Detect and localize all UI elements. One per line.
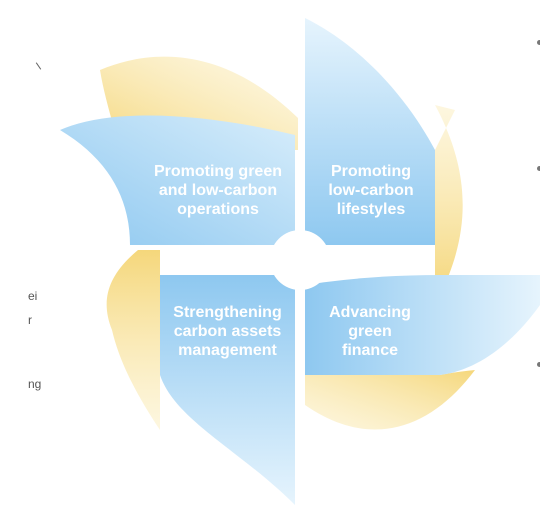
label-carbon-assets: Strengthening carbon assets management (173, 304, 282, 359)
yellow-petal-bottom (305, 370, 475, 430)
right-bullet-2 (537, 166, 540, 171)
blue-petal-bottom-right (305, 275, 540, 375)
label-low-carbon-lifestyles: Promoting low-carbon lifestyles (328, 163, 414, 218)
label-green-operations: Promoting green and low-carbon operation… (153, 163, 282, 218)
right-bullet-1 (537, 40, 540, 45)
blue-petal-bottom-left (160, 275, 295, 505)
right-bullet-3 (537, 362, 540, 367)
blue-petal-top-left (60, 115, 295, 245)
left-fragment-2: r (28, 313, 32, 327)
yellow-petal-left (106, 250, 160, 430)
label-green-finance: Advancing green finance (329, 304, 411, 359)
center-hub (270, 230, 330, 290)
left-fragment-1: ei (28, 289, 38, 303)
yellow-petal-right (435, 105, 463, 295)
left-fragment-3: ng (28, 377, 42, 391)
blue-petal-top-right (305, 18, 435, 245)
